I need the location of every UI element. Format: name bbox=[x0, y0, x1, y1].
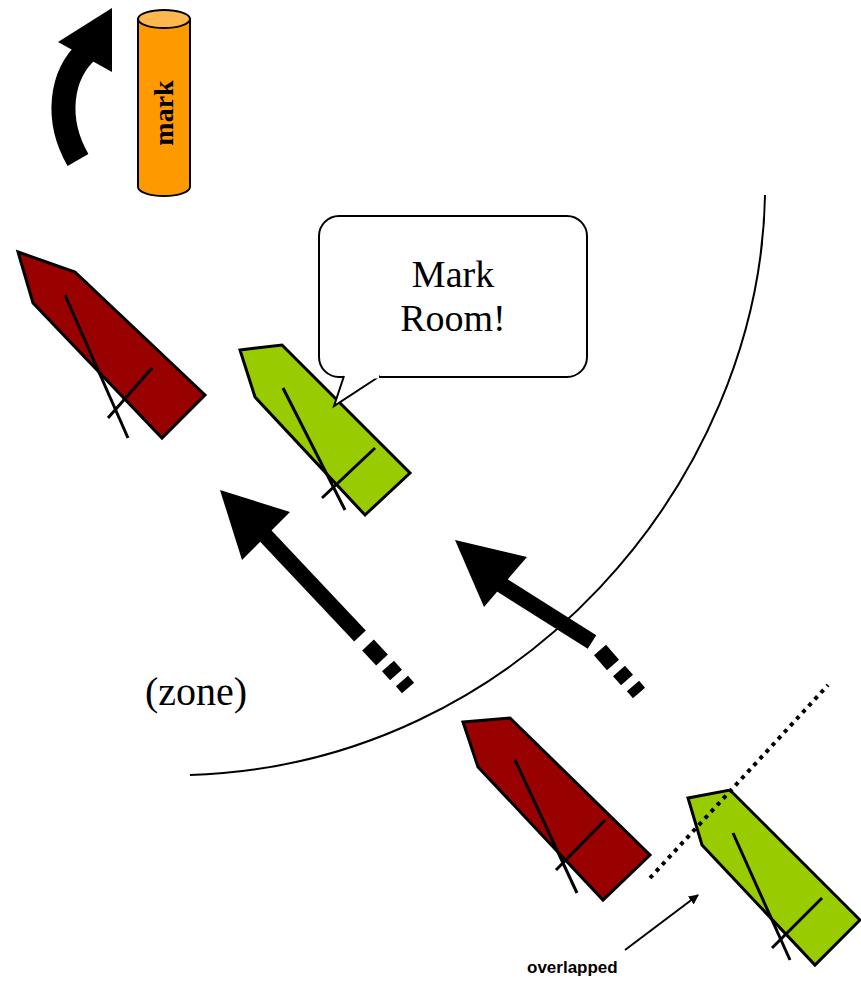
red-boat bbox=[463, 718, 650, 900]
course-arrow bbox=[455, 540, 639, 693]
red-boat bbox=[18, 252, 205, 438]
overlap-line bbox=[650, 685, 828, 878]
course-arrow bbox=[220, 490, 408, 688]
zone-arc bbox=[190, 195, 765, 775]
mark-buoy: mark bbox=[136, 8, 192, 198]
turn-arrow bbox=[58, 8, 112, 160]
overlap-label: overlapped bbox=[527, 958, 618, 978]
green-boat bbox=[688, 790, 860, 965]
speech-bubble: Mark Room! bbox=[318, 215, 588, 378]
callout-text: Mark Room! bbox=[378, 253, 528, 340]
mark-label: mark bbox=[148, 80, 180, 145]
zone-label: (zone) bbox=[145, 668, 247, 715]
leader-arrow bbox=[625, 895, 698, 950]
